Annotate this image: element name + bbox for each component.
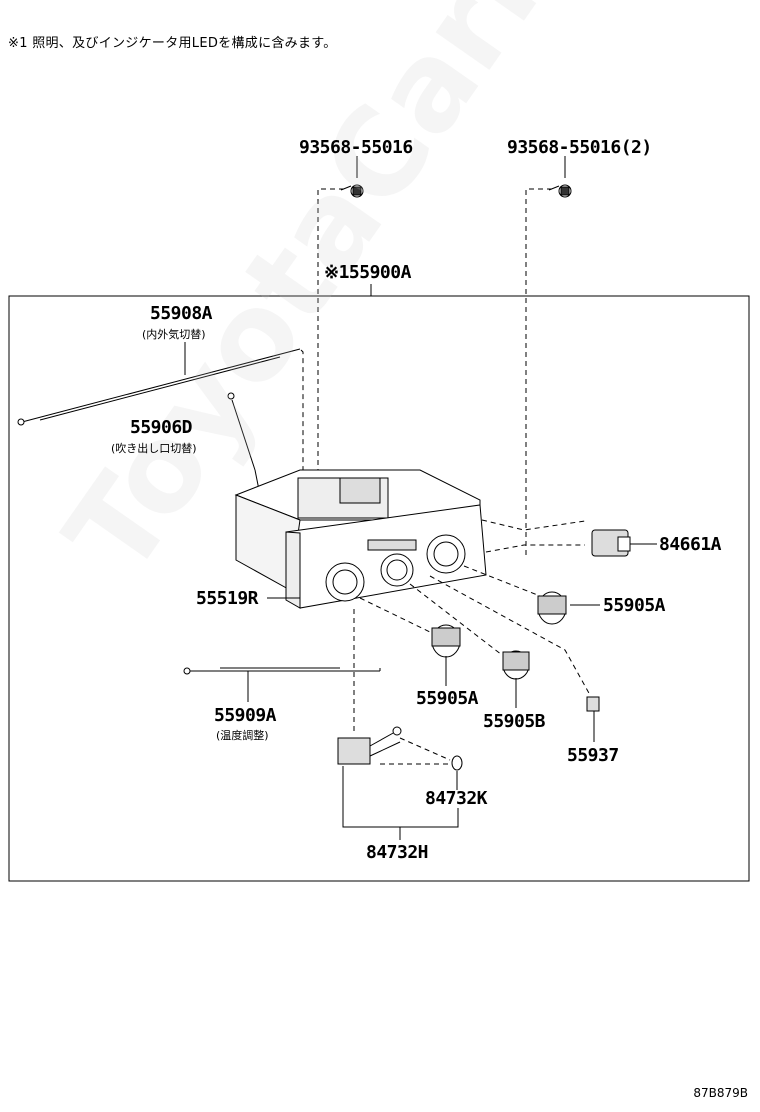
label-knob-55905a-right[interactable]: 55905A <box>603 595 666 616</box>
knob-55905a-lower-drawing <box>431 624 461 658</box>
assembly-note: ※1 照明、及びインジケータ用LEDを構成に含みます。 <box>8 36 337 51</box>
knob-55905a-right-drawing <box>537 591 567 625</box>
cable-55909a-drawing <box>183 667 381 702</box>
label-bulb-84732k[interactable]: 84732K <box>425 788 488 809</box>
label-cap-55937[interactable]: 55937 <box>567 745 619 766</box>
cable-55908a-drawing <box>17 342 301 426</box>
label-cable-55909a-sub: (温度調整) <box>216 729 269 742</box>
label-panel-55519r[interactable]: 55519R <box>196 588 259 609</box>
label-knob-55905b[interactable]: 55905B <box>483 711 546 732</box>
label-cable-55906d-sub: (吹き出し口切替) <box>111 442 197 455</box>
switch-84661a-drawing <box>591 529 631 557</box>
label-screw-b[interactable]: 93568-55016(2) <box>507 137 652 158</box>
assembly-frame <box>8 295 750 882</box>
label-socket-84732h[interactable]: 84732H <box>366 842 429 863</box>
heater-control-body <box>234 469 487 609</box>
label-assembly[interactable]: ※155900A <box>324 262 411 283</box>
label-switch-84661a[interactable]: 84661A <box>659 534 722 555</box>
label-knob-55905a[interactable]: 55905A <box>416 688 479 709</box>
label-cable-55908a-sub: (内外気切替) <box>142 328 206 341</box>
socket-84732h-drawing <box>337 726 402 765</box>
cable-55906d-drawing <box>227 392 261 496</box>
label-screw-a[interactable]: 93568-55016 <box>299 137 413 158</box>
label-cable-55906d[interactable]: 55906D <box>130 417 193 438</box>
label-cable-55909a[interactable]: 55909A <box>214 705 277 726</box>
cap-55937-drawing <box>586 696 600 712</box>
bulb-84732k-drawing <box>451 755 463 771</box>
knob-55905b-drawing <box>502 650 530 680</box>
screw-left <box>340 156 364 198</box>
diagram-code: 87B879B <box>693 1086 748 1100</box>
screw-right <box>548 156 572 198</box>
label-cable-55908a[interactable]: 55908A <box>150 303 213 324</box>
